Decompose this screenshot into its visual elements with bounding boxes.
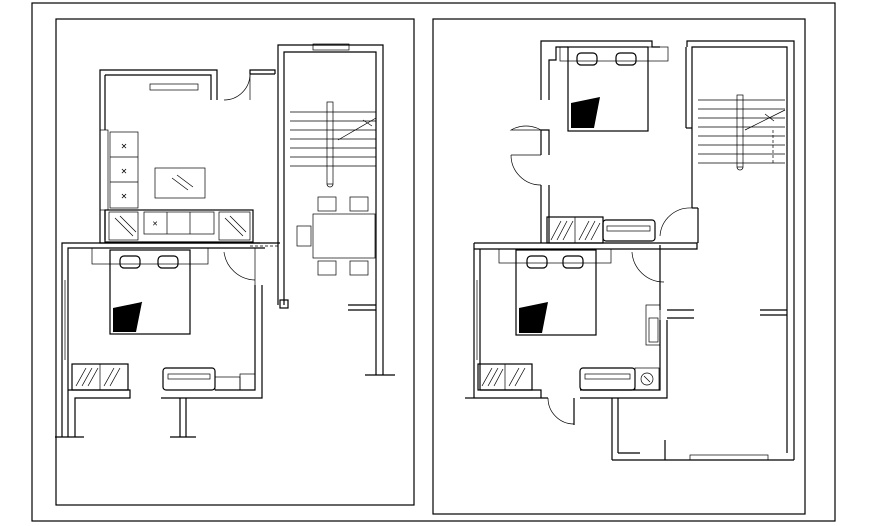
double-bed	[91, 247, 209, 335]
wash-basin	[645, 304, 661, 346]
dining-chairs	[317, 196, 369, 276]
lower-door	[547, 251, 665, 425]
double-bed	[498, 248, 612, 336]
sheet-border	[31, 2, 836, 522]
lower-bedroom	[476, 248, 665, 425]
upper-door	[659, 207, 693, 237]
staircase	[290, 101, 377, 188]
cross-mark-icon: ✕	[121, 142, 128, 151]
wardrobe	[546, 216, 604, 244]
double-bed	[559, 46, 669, 132]
first-floor-plan	[465, 40, 795, 461]
living-room: ✕ ✕ ✕ ✕	[99, 73, 278, 247]
kitchen-cabinets: ✕ ✕ ✕	[99, 129, 139, 211]
dresser	[579, 367, 660, 391]
center-table	[154, 167, 206, 199]
dresser	[162, 367, 256, 391]
cross-mark-icon: ✕	[121, 167, 128, 176]
wardrobe	[477, 363, 533, 391]
cross-mark-icon: ✕	[121, 192, 128, 201]
first-floor-walls	[465, 40, 795, 461]
double-door	[509, 125, 542, 186]
ground-floor-plan: ✕ ✕ ✕ ✕	[55, 43, 395, 438]
upper-bedroom	[509, 46, 693, 244]
staircase	[698, 94, 786, 171]
bedroom-door	[223, 248, 256, 285]
cross-mark-icon: ✕	[152, 221, 158, 228]
tv-unit: ✕	[104, 209, 254, 243]
entrance-door	[223, 73, 251, 101]
dining-area	[296, 196, 376, 276]
dresser	[602, 219, 656, 242]
wardrobe	[71, 363, 129, 391]
bedroom	[71, 247, 256, 391]
ground-floor-walls	[55, 43, 395, 438]
sofa	[149, 83, 199, 91]
